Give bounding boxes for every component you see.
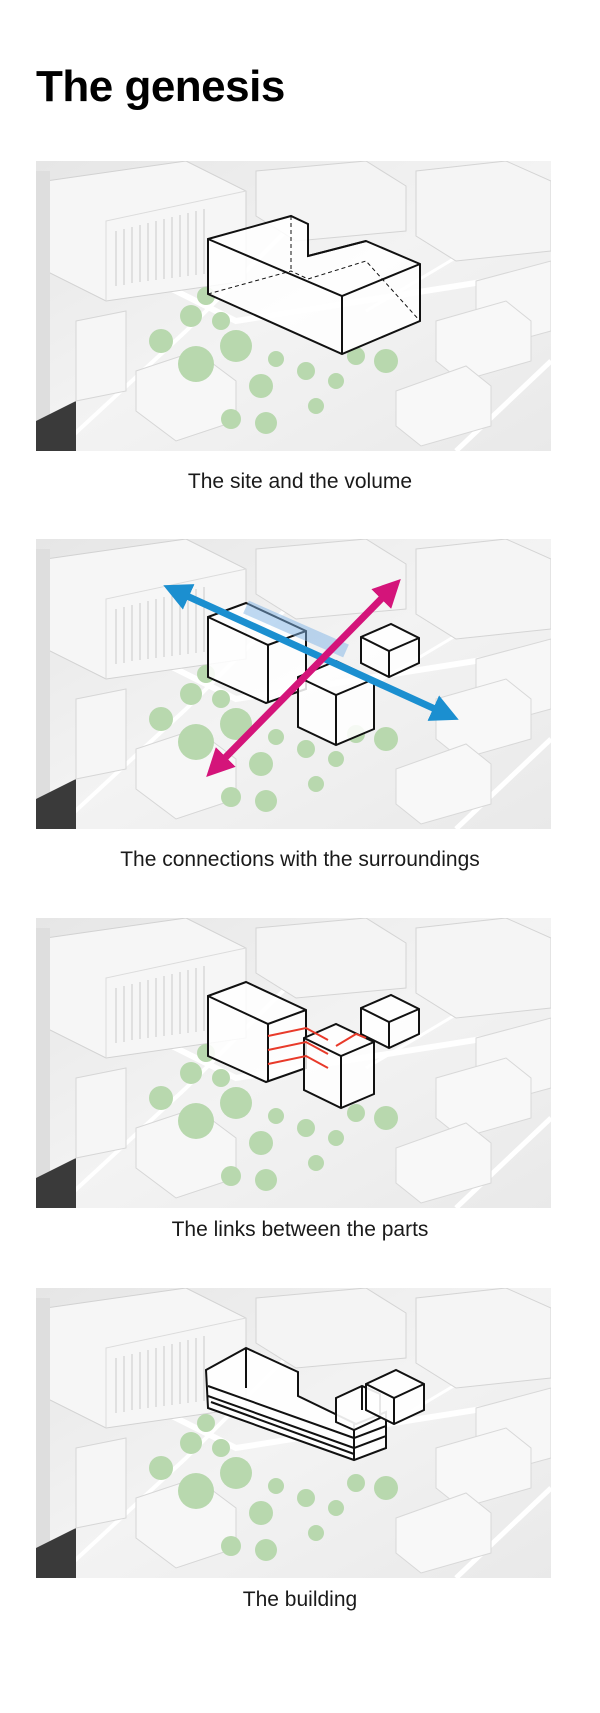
links-drawing xyxy=(36,918,551,1208)
caption-links: The links between the parts xyxy=(171,1218,429,1241)
diagram-connections xyxy=(36,539,551,829)
site-volume-drawing xyxy=(36,161,551,451)
caption-site-and-volume: The site and the volume xyxy=(187,470,413,493)
building-right-block xyxy=(365,1368,425,1426)
volume-hidden-edges xyxy=(207,216,421,322)
building-drawing xyxy=(36,1288,551,1578)
diagram-site-and-volume xyxy=(36,161,551,451)
caption-connections: The connections with the surroundings xyxy=(120,848,480,871)
diagram-links xyxy=(36,918,551,1208)
volume-middle-block xyxy=(303,1022,375,1110)
magenta-connection-arrow xyxy=(206,579,401,777)
page-title: The genesis xyxy=(36,62,285,111)
red-link-bridges xyxy=(267,1026,367,1069)
caption-building: The building xyxy=(242,1588,358,1611)
connections-drawing xyxy=(36,539,551,829)
building-mass xyxy=(204,1346,387,1462)
l-shaped-volume xyxy=(207,214,421,356)
volume-left-block xyxy=(207,980,307,1084)
volume-right-block xyxy=(360,993,420,1050)
diagram-building xyxy=(36,1288,551,1578)
